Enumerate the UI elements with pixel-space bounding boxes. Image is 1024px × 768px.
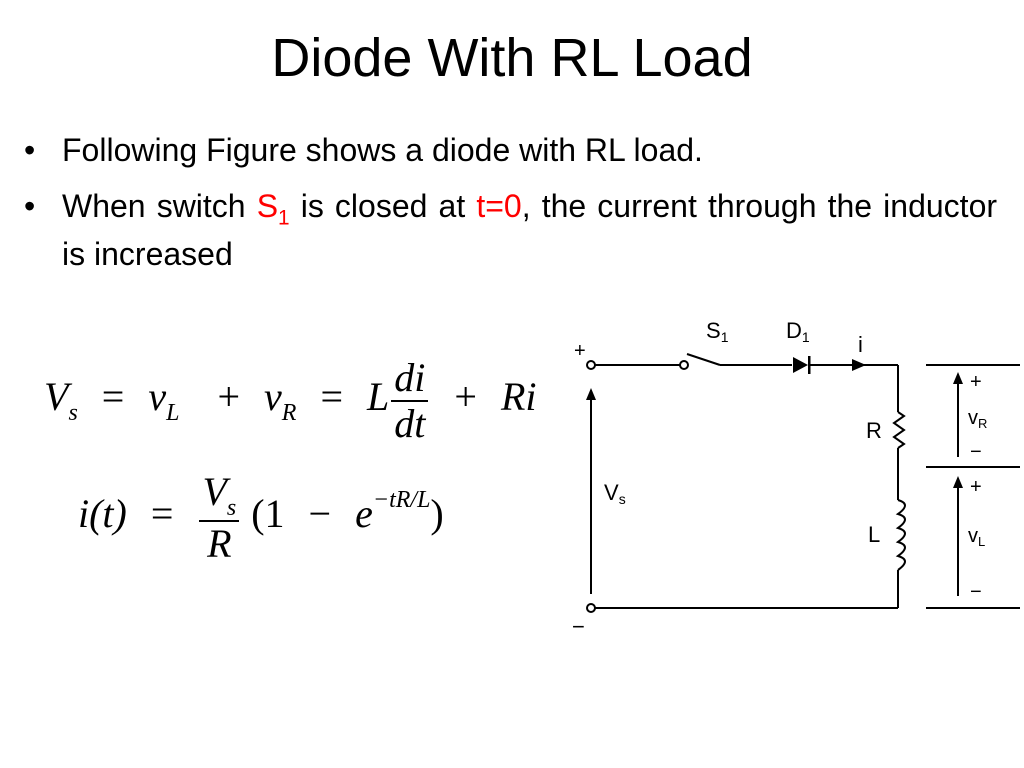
vl-plus-label: + [970,476,982,498]
bullet-2: • When switch S1 is closed at t=0, the c… [22,182,997,278]
time-value: t=0 [476,188,522,224]
current-arrow [852,359,866,371]
inductor-coil [895,499,906,571]
bullet-1-text: Following Figure shows a diode with RL l… [62,132,703,168]
switch-left-contact [679,360,689,370]
bullet-list: • Following Figure shows a diode with RL… [22,126,997,278]
vl-label: vL [968,525,985,549]
vl-minus-label: − [970,581,982,603]
switch-name: S1 [256,188,290,230]
switch-arm [686,353,721,366]
rl-circuit-diagram: + − S1 D1 i R L Vs + vR − + vL − [572,318,1020,639]
source-voltage-label: Vs [604,480,626,507]
diode-label: D1 [786,318,810,345]
vr-label: vR [968,407,987,431]
current-label: i [858,332,863,357]
bullet-2-text-mid: is closed at [289,188,477,224]
bullet-2-text-after: , the current through the inductor is in… [62,188,998,272]
resistor [892,411,906,449]
bullet-dot: • [24,132,36,168]
source-plus-label: + [574,340,586,362]
bottom-terminal [586,603,596,613]
diode-symbol [793,357,808,373]
switch-label: S1 [706,318,729,345]
bullet-1: • Following Figure shows a diode with RL… [22,126,997,174]
inductor-label: L [868,522,880,547]
resistor-label: R [866,418,882,443]
top-terminal [586,360,596,370]
source-minus-label: − [572,614,585,639]
bullet-dot: • [24,188,36,224]
vr-minus-label: − [970,441,982,463]
vr-plus-label: + [970,371,982,393]
bullet-2-text-before: When switch [62,188,257,224]
slide-title: Diode With RL Load [271,28,753,88]
